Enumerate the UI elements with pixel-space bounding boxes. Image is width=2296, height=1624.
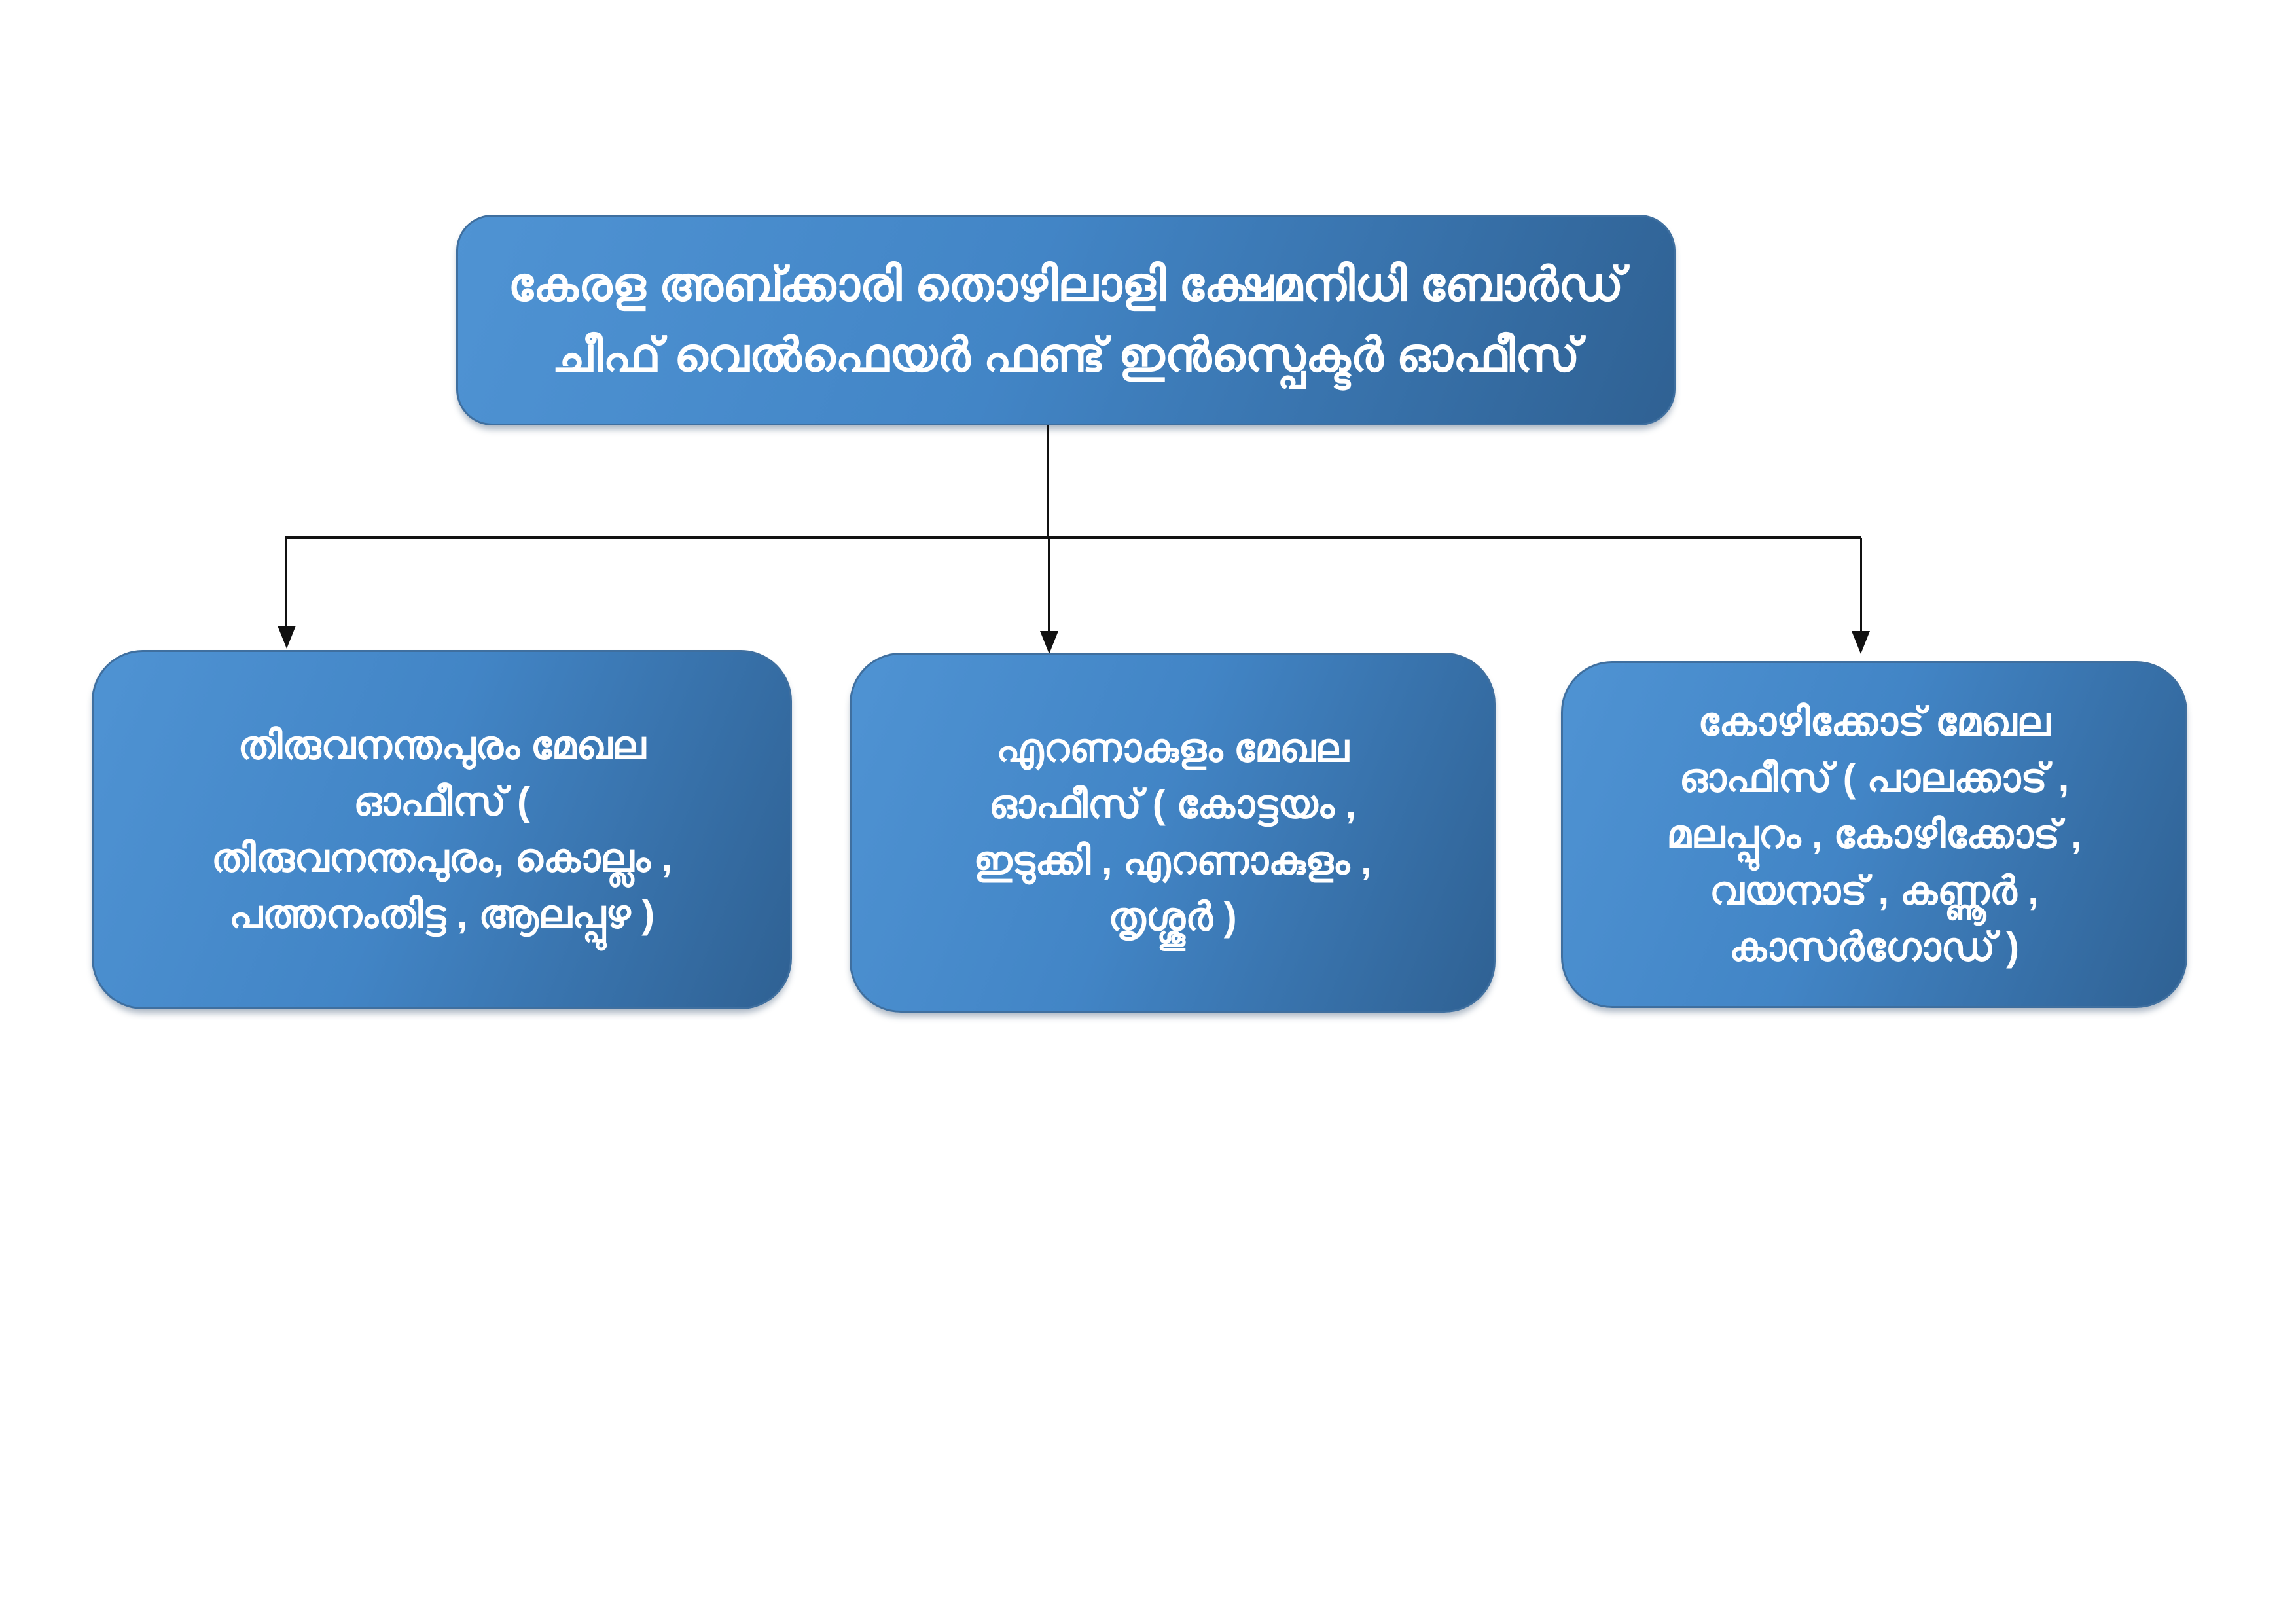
region-text-line: ഓഫീസ് (	[353, 779, 530, 823]
connector-horizontal-bar	[285, 536, 1861, 539]
region-text-line: വയനാട് , കണ്ണൂർ ,	[1710, 869, 2039, 912]
connector-drop-ernakulam	[1048, 538, 1050, 632]
region-text-line: തൃശ്ശൂർ )	[1108, 895, 1237, 939]
region-text-line: ഓഫീസ് ( പാലക്കാട് ,	[1679, 756, 2070, 800]
region-text-line: തിരുവനന്തപുരം, കൊല്ലം ,	[211, 835, 673, 880]
region-text-line: പത്തനംതിട്ട , ആലപ്പുഴ )	[228, 892, 655, 936]
connector-arrowhead-thiruvananthapuram	[278, 626, 296, 649]
ernakulam-region-box: എറണാകുളം മേഖല ഓഫീസ് ( കോട്ടയം , ഇടുക്കി …	[850, 653, 1496, 1013]
thiruvananthapuram-region-box: തിരുവനന്തപുരം മേഖല ഓഫീസ് ( തിരുവനന്തപുരം…	[92, 650, 792, 1009]
region-text-line: മലപ്പുറം , കോഴിക്കോട് ,	[1666, 812, 2082, 856]
connector-drop-thiruvananthapuram	[285, 538, 287, 626]
region-text-line: എറണാകുളം മേഖല	[996, 726, 1349, 770]
connector-arrowhead-kozhikode	[1852, 631, 1870, 654]
head-office-box: കേരള അബ്ക്കാരി തൊഴിലാളി ക്ഷേമനിധി ബോർഡ് …	[456, 215, 1676, 425]
head-office-title-line: കേരള അബ്ക്കാരി തൊഴിലാളി ക്ഷേമനിധി ബോർഡ്	[508, 259, 1624, 311]
region-text-line: ഇടുക്കി , എറണാകുളം ,	[973, 839, 1372, 882]
region-text-line: കാസർഗോഡ് )	[1729, 925, 2020, 969]
connector-arrowhead-ernakulam	[1040, 631, 1058, 654]
kozhikode-region-box: കോഴിക്കോട് മേഖല ഓഫീസ് ( പാലക്കാട് , മലപ്…	[1561, 661, 2187, 1008]
connector-root-stem	[1047, 425, 1049, 538]
region-text-line: തിരുവനന്തപുരം മേഖല	[238, 723, 646, 767]
head-office-subtitle-line: ചീഫ് വെൽഫെയർ ഫണ്ട് ഇൻസ്പെക്ടർ ഓഫീസ്	[552, 329, 1580, 382]
connector-drop-kozhikode	[1860, 538, 1862, 636]
region-text-line: ഓഫീസ് ( കോട്ടയം ,	[988, 782, 1357, 826]
region-text-line: കോഴിക്കോട് മേഖല	[1698, 700, 2051, 744]
